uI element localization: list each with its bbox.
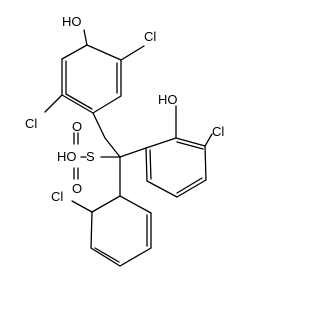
- label-sulfonyl-o-bottom: O: [72, 181, 82, 196]
- label-left-chlorine: Cl: [25, 116, 37, 131]
- right-ring-bonds: [145, 105, 213, 198]
- label-chlorine-bottom-ring: Cl: [51, 189, 63, 204]
- label-top-hydroxyl: HO: [62, 14, 82, 29]
- label-top-chlorine-right: Cl: [144, 29, 156, 44]
- label-sulfonic-acid-oh: HO: [57, 149, 77, 164]
- label-chlorine-right-ring: Cl: [212, 124, 224, 139]
- label-hydroxyl-right-ring: HO: [158, 92, 178, 107]
- molecule-structure: HO Cl Cl HO Cl HO S O O Cl: [25, 14, 224, 267]
- label-sulfonyl-o-top: O: [72, 119, 82, 134]
- sulfonic-acid-bonds: [73, 132, 87, 180]
- bottom-ring-bonds: [71, 175, 152, 267]
- atom-labels: HO Cl Cl HO Cl HO S O O Cl: [25, 14, 224, 204]
- top-ring-bonds: [44, 29, 145, 139]
- center-bonds: [100, 137, 147, 177]
- label-sulfur: S: [86, 149, 95, 164]
